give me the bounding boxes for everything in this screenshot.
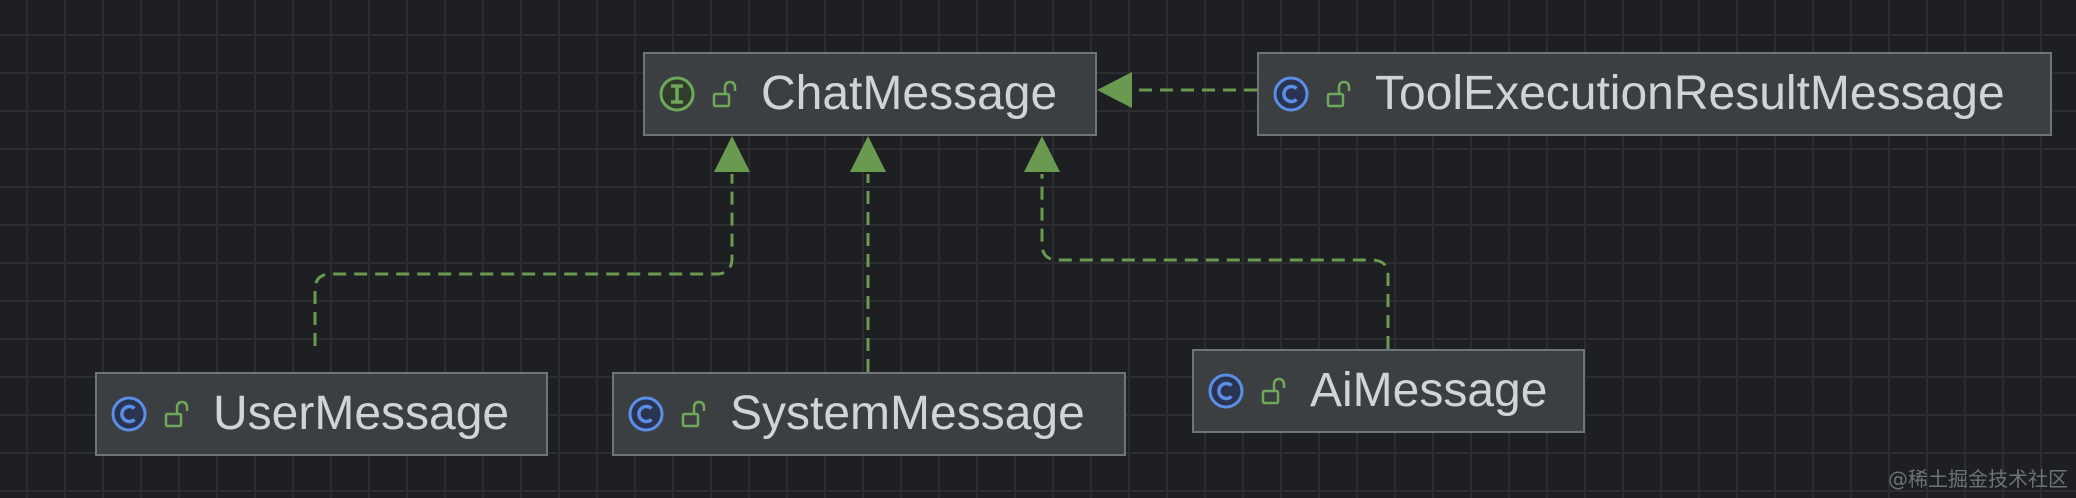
node-ai-message[interactable]: AiMessage	[1192, 349, 1585, 433]
class-c-icon	[628, 396, 664, 432]
node-chat-message[interactable]: ChatMessage	[643, 52, 1097, 136]
unlocked-padlock-icon	[681, 400, 706, 428]
class-c-icon	[111, 396, 147, 432]
edge-ai-to-chat	[1040, 174, 1390, 349]
arrowhead-system	[850, 136, 886, 172]
class-c-icon	[1208, 373, 1244, 409]
node-user-message[interactable]: UserMessage	[95, 372, 548, 456]
arrowhead-ai	[1024, 136, 1060, 172]
edge-user-to-chat	[313, 174, 734, 346]
interface-i-icon	[659, 76, 695, 112]
unlocked-padlock-icon	[1261, 377, 1286, 405]
node-title: ToolExecutionResultMessage	[1375, 67, 2005, 120]
node-title: SystemMessage	[730, 387, 1085, 440]
watermark: @稀土掘金技术社区	[1888, 467, 2068, 491]
node-title: UserMessage	[213, 387, 510, 440]
node-tool-execution-result-message[interactable]: ToolExecutionResultMessage	[1257, 52, 2052, 136]
node-system-message[interactable]: SystemMessage	[612, 372, 1126, 456]
arrowhead-tool	[1097, 72, 1132, 108]
class-c-icon	[1273, 76, 1309, 112]
unlocked-padlock-icon	[164, 400, 189, 428]
node-title: ChatMessage	[761, 67, 1058, 120]
unlocked-padlock-icon	[1326, 80, 1351, 108]
arrowhead-user	[714, 136, 750, 172]
node-title: AiMessage	[1310, 364, 1548, 417]
unlocked-padlock-icon	[712, 80, 737, 108]
